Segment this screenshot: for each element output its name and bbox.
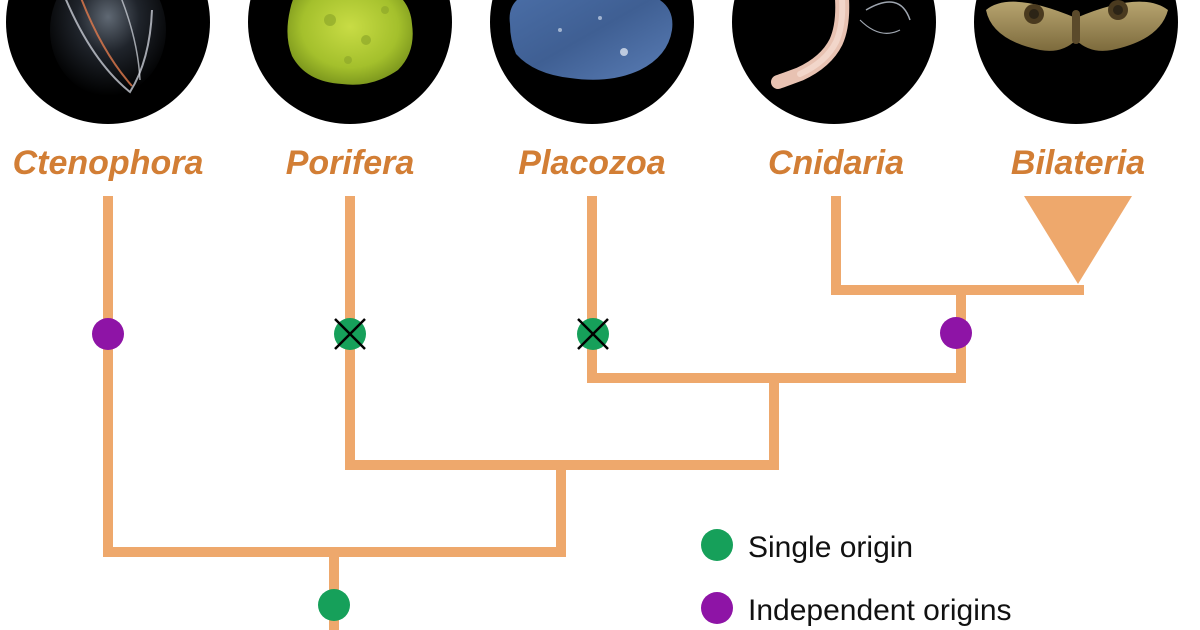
legend-single-origin-label: Single origin (748, 531, 913, 564)
moth-photo (974, 0, 1178, 124)
taxon-label-bilateria: Bilateria (1011, 144, 1145, 182)
marker-placozoa-single-origin-lost (577, 318, 609, 350)
taxon-label-cnidaria: Cnidaria (768, 144, 904, 182)
phylogenetic-tree (103, 196, 1132, 630)
cnidarian-polyp-photo (732, 0, 936, 124)
marker-root-single-origin (318, 589, 350, 621)
legend-independent-origins-label: Independent origins (748, 594, 1012, 627)
trait-markers (92, 317, 972, 621)
sponge-photo (248, 0, 452, 124)
taxon-labels: Ctenophora Porifera Placozoa Cnidaria Bi… (13, 144, 1145, 182)
taxon-photos (6, 0, 1178, 124)
legend: Single origin Independent origins (701, 529, 1012, 627)
marker-porifera-single-origin-lost (334, 318, 366, 350)
placozoan-photo (490, 0, 694, 124)
taxon-label-porifera: Porifera (286, 144, 415, 182)
marker-cnidaria-bilateria-independent-origin (940, 317, 972, 349)
legend-independent-origins-swatch (701, 592, 733, 624)
legend-single-origin-swatch (701, 529, 733, 561)
comb-jelly-photo (6, 0, 210, 124)
taxon-label-ctenophora: Ctenophora (13, 144, 204, 182)
marker-ctenophora-independent-origin (92, 318, 124, 350)
bilateria-clade-triangle (1024, 196, 1132, 284)
taxon-label-placozoa: Placozoa (518, 144, 665, 182)
